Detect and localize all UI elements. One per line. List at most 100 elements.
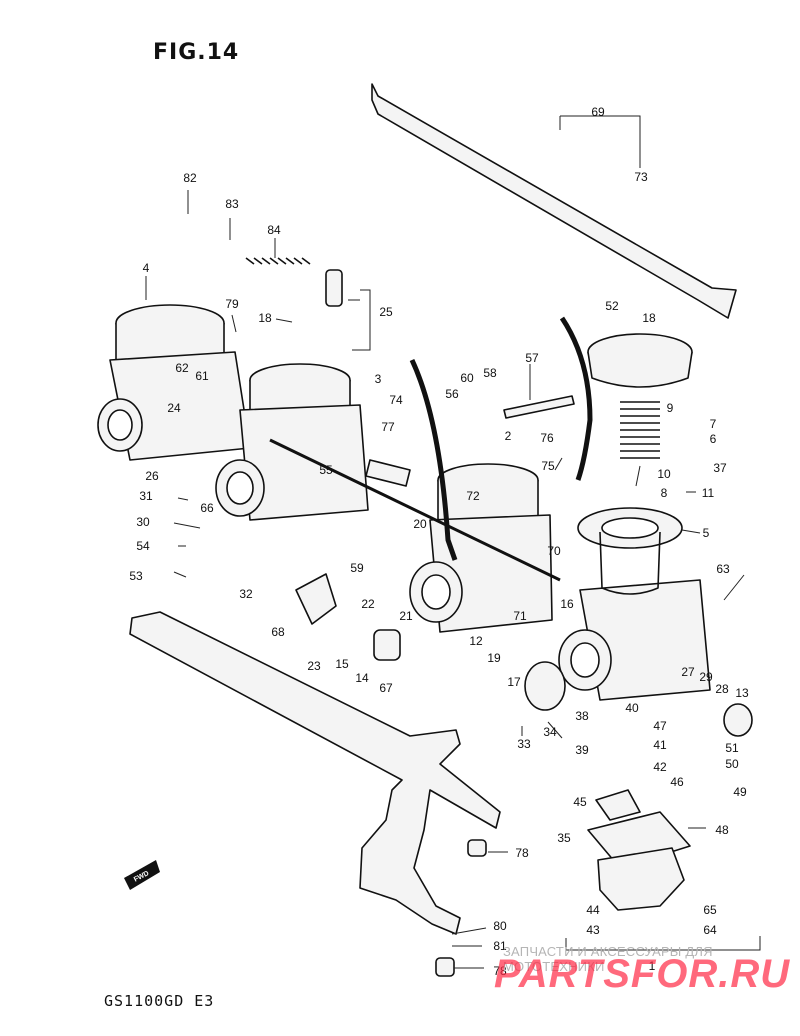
part-label-54: 54 xyxy=(136,539,150,553)
part-label-11: 11 xyxy=(702,486,715,500)
cap-13 xyxy=(723,703,753,737)
part-label-37: 37 xyxy=(713,461,727,475)
part-label-39: 39 xyxy=(575,743,589,757)
part-label-61: 61 xyxy=(195,369,209,383)
part-label-64: 64 xyxy=(703,923,717,937)
part-label-26: 26 xyxy=(145,469,159,483)
part-label-2: 2 xyxy=(505,429,512,443)
fuel-hose-74 xyxy=(409,358,458,561)
part-label-22: 22 xyxy=(361,597,375,611)
part-label-75: 75 xyxy=(541,459,555,473)
part-label-44: 44 xyxy=(586,903,600,917)
part-label-74: 74 xyxy=(389,393,403,407)
mounting-plate-upper xyxy=(371,83,737,319)
part-label-52: 52 xyxy=(605,299,619,313)
part-label-79: 79 xyxy=(225,297,239,311)
part-label-16: 16 xyxy=(560,597,574,611)
joint-pipe-77 xyxy=(365,459,411,487)
part-label-4: 4 xyxy=(143,261,150,275)
part-label-3: 3 xyxy=(375,372,382,386)
part-label-19: 19 xyxy=(487,651,501,665)
part-label-55: 55 xyxy=(319,463,333,477)
throttle-shaft xyxy=(269,438,561,582)
part-label-41: 41 xyxy=(653,738,667,752)
diaphragm-piston xyxy=(577,507,683,595)
part-label-7: 7 xyxy=(710,417,717,431)
part-label-30: 30 xyxy=(136,515,150,529)
part-label-20: 20 xyxy=(413,517,427,531)
part-label-58: 58 xyxy=(483,366,497,380)
part-label-10: 10 xyxy=(657,467,671,481)
spacer-67 xyxy=(373,629,401,661)
part-label-40: 40 xyxy=(625,701,639,715)
mounting-bracket-lower xyxy=(129,611,501,935)
part-label-49: 49 xyxy=(733,785,747,799)
part-label-46: 46 xyxy=(670,775,684,789)
part-label-67: 67 xyxy=(379,681,393,695)
part-label-78: 78 xyxy=(493,964,507,978)
part-label-31: 31 xyxy=(139,489,153,503)
part-label-73: 73 xyxy=(634,170,648,184)
part-label-12: 12 xyxy=(469,634,483,648)
part-label-59: 59 xyxy=(350,561,364,575)
part-label-57: 57 xyxy=(525,351,539,365)
bracket-23 xyxy=(295,573,337,625)
part-label-25: 25 xyxy=(379,305,393,319)
bolt-78-lower xyxy=(435,957,455,977)
part-label-18: 18 xyxy=(258,311,272,325)
part-label-45: 45 xyxy=(573,795,587,809)
part-label-18: 18 xyxy=(642,311,656,325)
part-label-81: 81 xyxy=(493,939,507,953)
part-label-71: 71 xyxy=(513,609,527,623)
part-label-1: 1 xyxy=(649,959,656,973)
fwd-arrow: FWD xyxy=(124,860,160,890)
watermark-logo: PARTSFOR.RU xyxy=(494,952,791,996)
part-label-14: 14 xyxy=(355,671,369,685)
part-label-34: 34 xyxy=(543,725,557,739)
part-label-23: 23 xyxy=(307,659,321,673)
part-label-70: 70 xyxy=(547,544,561,558)
adjust-screw-57 xyxy=(503,395,575,419)
part-drawings xyxy=(97,83,753,977)
spring-84 xyxy=(245,257,311,265)
part-label-84: 84 xyxy=(267,223,281,237)
carburetor-third xyxy=(409,463,553,633)
carburetor-second xyxy=(215,363,369,521)
part-label-47: 47 xyxy=(653,719,667,733)
part-label-69: 69 xyxy=(591,105,605,119)
part-label-60: 60 xyxy=(460,371,474,385)
part-label-8: 8 xyxy=(661,486,668,500)
watermark-caption: ЗАПЧАСТИ И АКСЕССУАРЫ ДЛЯ МОТОТЕХНИКИ xyxy=(503,944,713,974)
part-label-15: 15 xyxy=(335,657,349,671)
part-label-65: 65 xyxy=(703,903,717,917)
part-label-48: 48 xyxy=(715,823,729,837)
part-label-38: 38 xyxy=(575,709,589,723)
carburetor-right xyxy=(558,579,711,701)
part-label-51: 51 xyxy=(725,741,739,755)
part-label-77: 77 xyxy=(381,420,395,434)
part-label-35: 35 xyxy=(557,831,571,845)
part-label-9: 9 xyxy=(667,401,674,415)
part-label-32: 32 xyxy=(239,587,253,601)
part-label-82: 82 xyxy=(183,171,197,185)
fitting-25 xyxy=(325,269,343,307)
part-label-80: 80 xyxy=(493,919,507,933)
part-label-76: 76 xyxy=(540,431,554,445)
part-label-83: 83 xyxy=(225,197,239,211)
part-label-13: 13 xyxy=(735,686,749,700)
bolt-78-upper xyxy=(467,839,487,857)
part-label-17: 17 xyxy=(507,675,521,689)
part-label-6: 6 xyxy=(710,432,717,446)
part-label-29: 29 xyxy=(699,670,713,684)
part-label-78: 78 xyxy=(515,846,529,860)
part-label-63: 63 xyxy=(716,562,730,576)
part-label-72: 72 xyxy=(466,489,480,503)
part-label-43: 43 xyxy=(586,923,600,937)
vent-hose-76 xyxy=(559,316,593,481)
part-label-42: 42 xyxy=(653,760,667,774)
figure-title: FIG.14 xyxy=(153,40,240,65)
float-chamber xyxy=(587,789,691,911)
